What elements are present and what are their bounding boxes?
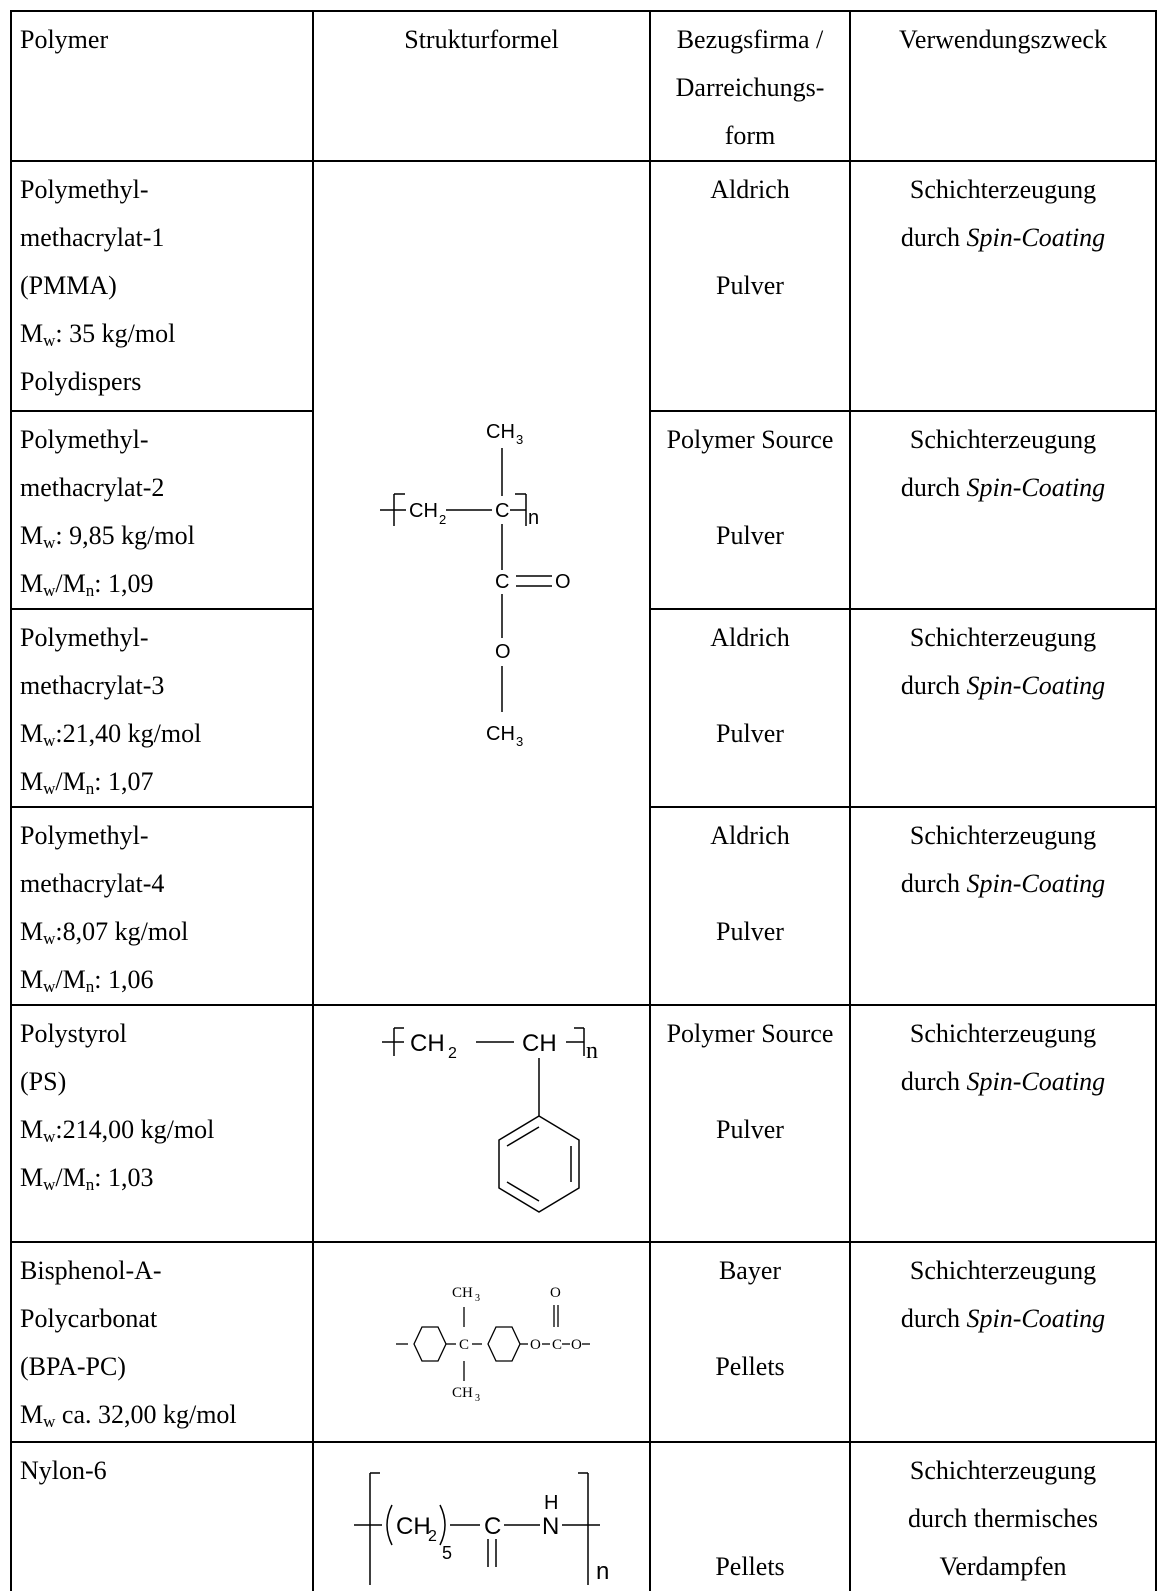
svg-text:3: 3 [516,734,523,748]
svg-text:CH: CH [452,1385,473,1401]
svg-text:O: O [530,1337,541,1353]
polymer-name-cell: Bisphenol-A- Polycarbonat (BPA-PC) Mw ca… [10,1241,314,1443]
mw-value: Mw:21,40 kg/mol [20,719,202,750]
supplier-cell: Aldrich Pulver [649,160,851,412]
svg-text:5: 5 [442,1543,452,1563]
svg-text:O: O [571,1337,582,1353]
mw-value: Mw: 9,85 kg/mol [20,521,195,552]
svg-text:2: 2 [439,512,446,527]
mw-mn-ratio: Mw/Mn: 1,07 [20,767,154,798]
svg-text:n: n [596,1558,609,1585]
header-row: Polymer Strukturformel Bezugsfirma / Dar… [10,10,1157,162]
table-row: Polymethyl- methacrylat-2 Mw: 9,85 kg/mo… [10,410,1157,610]
svg-text:n: n [528,507,539,529]
polymer-name-cell: Polystyrol (PS) Mw:214,00 kg/mol Mw/Mn: … [10,1004,314,1243]
table-row: Polystyrol (PS) Mw:214,00 kg/mol Mw/Mn: … [10,1004,1157,1243]
table-row: Polymethyl- methacrylat-1 (PMMA) Mw: 35 … [10,160,1157,1006]
svg-text:CH: CH [522,1030,557,1057]
header-supplier: Bezugsfirma / Darreichungs- form [649,10,851,162]
svg-text:n: n [586,1038,598,1064]
nylon-formula-cell: CH 2 5 C H N n [312,1441,651,1591]
svg-text:CH: CH [410,1030,445,1057]
svg-text:C: C [495,571,509,593]
svg-text:N: N [542,1513,559,1540]
table-row: Polymethyl- methacrylat-3 Mw:21,40 kg/mo… [10,608,1157,808]
svg-text:H: H [544,1492,558,1514]
svg-text:2: 2 [428,1528,437,1545]
polymer-name-cell: Nylon-6 [10,1441,314,1591]
header-formula: Strukturformel [312,10,651,162]
supplier-cell: Aldrich Pulver [649,608,851,808]
table-row: Nylon-6 [10,1441,1157,1591]
purpose-cell: Schichterzeugung durch Spin-Coating [849,1004,1157,1243]
header-purpose: Verwendungszweck [849,10,1157,162]
pmma-structure-formula-tail: CH 3 [486,668,523,748]
svg-text:C: C [552,1337,562,1353]
purpose-cell: Schichterzeugung durch Spin-Coating [849,1241,1157,1443]
nylon-structure-formula: CH 2 5 C H N n [354,1472,609,1585]
mw-mn-ratio: Mw/Mn: 1,09 [20,569,154,600]
svg-text:CH: CH [409,500,438,522]
table-row: Bisphenol-A- Polycarbonat (BPA-PC) Mw ca… [10,1241,1157,1443]
polymer-name-cell: Polymethyl- methacrylat-2 Mw: 9,85 kg/mo… [10,410,314,610]
purpose-cell: Schichterzeugung durch thermisches Verda… [849,1441,1157,1591]
svg-text:CH: CH [486,421,515,443]
supplier-cell: Polymer Source Pulver [649,1004,851,1243]
svg-text:CH: CH [452,1285,473,1301]
svg-text:3: 3 [516,432,523,447]
ps-formula-cell: CH 2 CH n [312,1004,651,1243]
svg-text:O: O [550,1285,561,1301]
svg-text:O: O [495,641,511,663]
svg-text:2: 2 [448,1045,457,1062]
purpose-cell: Schichterzeugung durch Spin-Coating [849,410,1157,610]
table-row: Polymethyl- methacrylat-4 Mw:8,07 kg/mol… [10,806,1157,1006]
polymer-name-cell: Polymethyl- methacrylat-3 Mw:21,40 kg/mo… [10,608,314,808]
svg-text:O: O [555,571,571,593]
svg-text:3: 3 [475,1293,480,1304]
mw-value: Mw: 35 kg/mol [20,319,176,350]
svg-text:C: C [459,1337,469,1353]
supplier-cell: Polymer Source Pulver [649,410,851,610]
ps-structure-formula: CH 2 CH n [382,1027,598,1213]
mw-mn-ratio: Mw/Mn: 1,03 [20,1163,154,1194]
polymer-name-cell: Polymethyl- methacrylat-1 (PMMA) Mw: 35 … [10,160,314,412]
supplier-cell: Bayer Pellets [649,1241,851,1443]
pmma-formula-cell: CH 3 CH 2 C n C O O CH 3 [312,160,651,1006]
header-polymer: Polymer [10,10,314,162]
mw-value: Mw:8,07 kg/mol [20,917,189,948]
pmma-structure-formula: CH 3 CH 2 C n C O O [380,421,571,668]
mw-value: Mw ca. 32,00 kg/mol [20,1400,237,1431]
pc-structure-formula: CH 3 O C O C O CH 3 [396,1285,590,1404]
purpose-cell: Schichterzeugung durch Spin-Coating [849,160,1157,412]
supplier-cell: Aldrich Pulver [649,806,851,1006]
svg-text:C: C [495,500,509,522]
svg-text:CH: CH [396,1513,431,1540]
svg-text:C: C [484,1513,501,1540]
polymer-table: Polymer Strukturformel Bezugsfirma / Dar… [10,10,1157,1591]
supplier-cell: Pellets [649,1441,851,1591]
pc-formula-cell: CH 3 O C O C O CH 3 [312,1241,651,1443]
purpose-cell: Schichterzeugung durch Spin-Coating [849,806,1157,1006]
svg-text:CH: CH [486,723,515,745]
polymer-name-cell: Polymethyl- methacrylat-4 Mw:8,07 kg/mol… [10,806,314,1006]
mw-mn-ratio: Mw/Mn: 1,06 [20,965,154,996]
svg-text:3: 3 [475,1393,480,1404]
purpose-cell: Schichterzeugung durch Spin-Coating [849,608,1157,808]
mw-value: Mw:214,00 kg/mol [20,1115,215,1146]
